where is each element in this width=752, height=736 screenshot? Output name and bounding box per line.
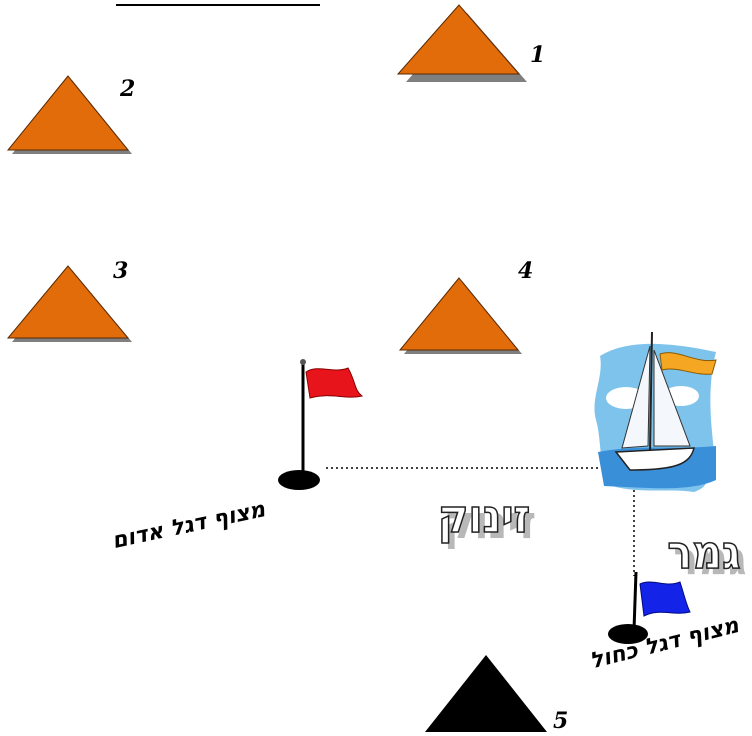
blue-flag-label: מצוף דגל כחול [587, 613, 742, 674]
buoy-1-triangle [398, 5, 519, 74]
buoy-5: 5 [425, 655, 568, 734]
red-flag-pole-top [300, 359, 306, 365]
buoy-2: 2 [8, 76, 135, 154]
red-buoy-float [278, 470, 320, 490]
start-label: זינוק [438, 489, 530, 543]
buoy-1-number: 1 [530, 42, 545, 68]
buoy-3-number: 3 [113, 258, 128, 284]
finish-label: גמר [667, 525, 740, 579]
red-flag-buoy [278, 359, 362, 490]
blue-flag [640, 582, 690, 616]
red-flag-label: מצוף דגל אדום [110, 497, 269, 554]
buoy-3-triangle [8, 266, 128, 338]
buoy-3: 3 [8, 258, 132, 342]
buoy-4-triangle [400, 278, 518, 350]
red-flag [306, 368, 362, 398]
buoy-2-number: 2 [119, 76, 135, 102]
buoy-4: 4 [400, 258, 533, 354]
buoy-5-triangle [425, 655, 547, 732]
buoy-1: 1 [398, 5, 545, 82]
start-label-group: זינוק זינוק [438, 489, 536, 549]
buoy-2-triangle [8, 76, 128, 150]
buoy-4-number: 4 [518, 258, 533, 284]
buoy-5-number: 5 [553, 708, 568, 734]
finish-label-group: גמר גמר [667, 525, 746, 585]
blue-flag-pole [634, 572, 636, 630]
sailboat-icon [594, 332, 716, 492]
